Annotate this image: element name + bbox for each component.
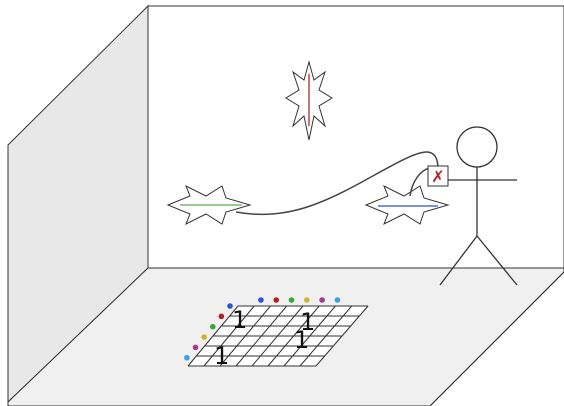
left-dot: [192, 344, 199, 351]
x-mark-icon: ✗: [431, 167, 444, 186]
top-dot: [304, 297, 310, 303]
grid-number: 1: [214, 342, 229, 370]
grid-number: 1: [232, 306, 247, 334]
left-dot: [201, 334, 207, 340]
blue-star-tile: [364, 184, 450, 226]
top-dot-row: [258, 297, 341, 303]
left-dot-column: [184, 303, 233, 361]
grid-number: 1: [294, 326, 309, 354]
left-dot: [184, 354, 190, 361]
top-dot: [288, 297, 295, 303]
top-dot: [334, 297, 341, 303]
left-dot: [218, 313, 225, 320]
cable: [235, 151, 439, 216]
floor-grid: [187, 305, 369, 367]
marker-box: [427, 165, 449, 187]
left-dot: [209, 323, 216, 330]
left-dot: [227, 303, 233, 309]
back-wall: [147, 5, 564, 269]
top-dot: [258, 297, 264, 303]
top-dot: [319, 297, 325, 303]
top-dot: [273, 297, 280, 303]
grid-number: 1: [300, 308, 315, 336]
stick-figure-icon: [439, 126, 518, 286]
